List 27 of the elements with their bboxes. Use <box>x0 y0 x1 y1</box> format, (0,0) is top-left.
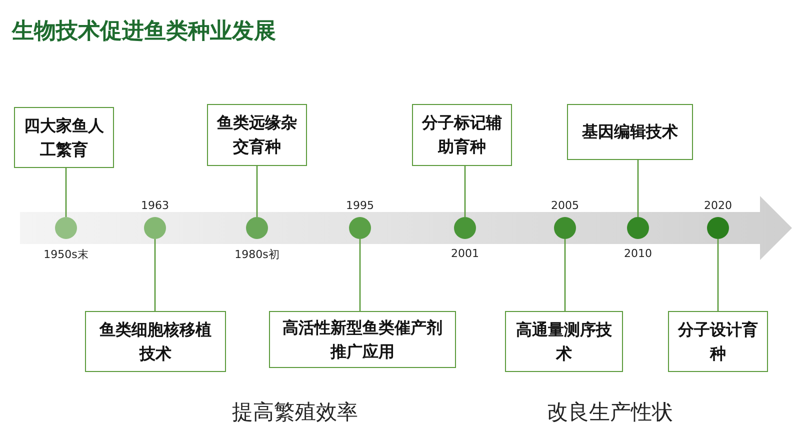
leader-line <box>65 168 67 217</box>
year-label: 2020 <box>704 199 732 212</box>
milestone-box: 鱼类细胞核移植技术 <box>85 311 226 372</box>
leader-line <box>256 166 258 217</box>
milestone-box: 高活性新型鱼类催产剂推广应用 <box>269 311 456 368</box>
milestone-box: 高通量测序技术 <box>505 311 623 372</box>
leader-line <box>464 166 466 217</box>
category-label: 提高繁殖效率 <box>232 399 358 426</box>
year-label: 2010 <box>624 247 652 260</box>
year-label: 2005 <box>551 199 579 212</box>
year-label: 1950s末 <box>44 247 88 262</box>
leader-line <box>359 239 361 311</box>
leader-line <box>717 239 719 311</box>
milestone-box: 基因编辑技术 <box>567 104 693 160</box>
leader-line <box>564 239 566 311</box>
year-label: 1963 <box>141 199 169 212</box>
milestone-box: 四大家鱼人工繁育 <box>14 107 114 168</box>
year-label: 1995 <box>346 199 374 212</box>
year-label: 2001 <box>451 247 479 260</box>
milestone-box: 分子设计育种 <box>668 311 768 372</box>
leader-line <box>637 160 639 217</box>
leader-line <box>154 239 156 311</box>
milestone-box: 分子标记辅助育种 <box>412 104 512 166</box>
category-label: 改良生产性状 <box>547 399 673 426</box>
milestone-box: 鱼类远缘杂交育种 <box>207 104 307 166</box>
slide-title: 生物技术促进鱼类种业发展 <box>12 18 276 46</box>
year-label: 1980s初 <box>234 247 280 262</box>
